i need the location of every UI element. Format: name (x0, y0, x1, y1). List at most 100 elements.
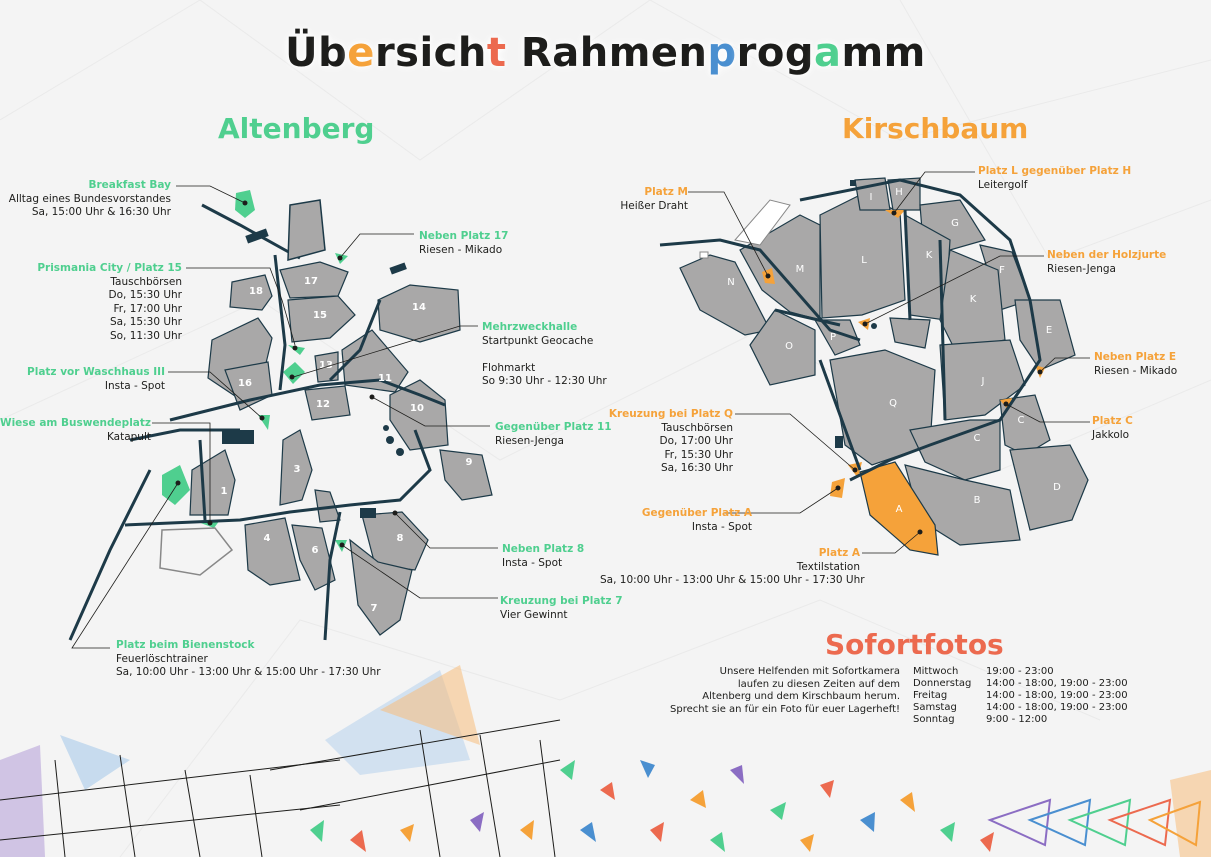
zone-E[interactable] (1014, 299, 1076, 371)
zone-P[interactable] (813, 319, 861, 356)
label-line: Insta - Spot (104, 379, 165, 392)
schedule-time: 14:00 - 18:00, 19:00 - 23:00 (986, 678, 1128, 689)
decor-grid (0, 719, 561, 857)
zone-label: 7 (371, 603, 378, 614)
zone-3[interactable] (279, 429, 313, 506)
altenberg-leader-lines (71, 185, 498, 649)
zone-label: 15 (313, 310, 327, 321)
label-line: Vier Gewinnt (500, 608, 568, 621)
spot-buswende[interactable] (162, 465, 190, 505)
title-segment: a (813, 30, 842, 76)
label-line: Textilstation (796, 560, 860, 573)
zone-label: 3 (294, 464, 301, 475)
label-line: Fr, 15:30 Uhr (664, 448, 733, 461)
label-heading: Platz beim Bienenstock (116, 639, 255, 651)
zone-label: 13 (319, 360, 333, 371)
label-line: Sa, 10:00 Uhr - 13:00 Uhr & 15:00 Uhr - … (116, 666, 381, 678)
label-line: So 9:30 Uhr - 12:30 Uhr (482, 375, 607, 387)
zone-label: 11 (378, 373, 392, 384)
label-line: Riesen-Jenga (1047, 262, 1116, 275)
label-heading: Kreuzung bei Platz 7 (500, 595, 623, 607)
zone-label: 6 (312, 545, 319, 556)
label-line: Leitergolf (978, 178, 1028, 191)
zone-label: 16 (238, 378, 252, 389)
label-heading: Neben der Holzjurte (1047, 249, 1167, 261)
zone-12[interactable] (304, 385, 351, 421)
label-heading: Breakfast Bay (88, 179, 171, 191)
zone-15[interactable] (287, 295, 356, 343)
label-heading: Platz vor Waschhaus III (27, 366, 165, 378)
zone-label: G (951, 218, 959, 229)
label-line: Jakkolo (1092, 428, 1130, 441)
spot-waschhaus[interactable] (283, 362, 305, 384)
altenberg-title: Altenberg (218, 112, 375, 145)
label-line: Riesen - Mikado (419, 243, 503, 256)
zone-17[interactable] (279, 261, 349, 299)
label-line: So, 11:30 Uhr (109, 329, 182, 342)
schedule-day: Mittwoch (913, 666, 959, 677)
label-line: Flohmarkt (482, 361, 536, 374)
zone-label: 9 (466, 457, 473, 468)
kirschbaum-leader-lines (688, 171, 1090, 554)
zone-1[interactable] (189, 449, 236, 516)
zone-D[interactable] (1009, 444, 1089, 531)
zone-label: A (896, 504, 903, 515)
zone-6[interactable] (291, 524, 336, 591)
label-line (482, 348, 607, 362)
label-heading: Platz C (1092, 415, 1133, 427)
zone-building-small[interactable] (889, 317, 931, 349)
zone-label: 12 (316, 399, 330, 410)
zone-7[interactable] (349, 538, 413, 636)
label-line: Feuerlöschtrainer (116, 652, 208, 665)
label-heading: Neben Platz E (1094, 351, 1177, 363)
label-line: Tauschbörsen (661, 421, 733, 434)
zone-4[interactable] (244, 517, 301, 586)
zone-10[interactable] (389, 379, 449, 451)
zone-label: F (999, 265, 1005, 276)
title-segment: rog (736, 30, 814, 76)
zone-label: M (796, 264, 805, 275)
label-line: Riesen - Mikado (1094, 364, 1178, 377)
zone-small[interactable] (314, 489, 341, 523)
zone-label: C (1018, 415, 1025, 426)
kirschbaum-title: Kirschbaum (842, 112, 1029, 145)
zone-14[interactable] (377, 284, 461, 343)
decor-shape (0, 745, 45, 857)
kirschbaum-white-areas (699, 199, 791, 259)
sofortfotos-line: Unsere Helfenden mit Sofortkamera (719, 666, 900, 677)
schedule-time: 19:00 - 23:00 (986, 666, 1054, 677)
zone-18[interactable] (229, 274, 273, 311)
page-title: Übersicht Rahmenprogamm (0, 30, 1211, 76)
title-segment: mm (841, 30, 926, 76)
zone-C1[interactable] (909, 419, 1001, 481)
label-line: Katapult (106, 430, 151, 443)
label-line: Startpunkt Geocache (482, 334, 594, 347)
zone-9[interactable] (439, 449, 493, 501)
label-heading: Prismania City / Platz 15 (37, 262, 182, 274)
zone-O[interactable] (749, 309, 816, 386)
